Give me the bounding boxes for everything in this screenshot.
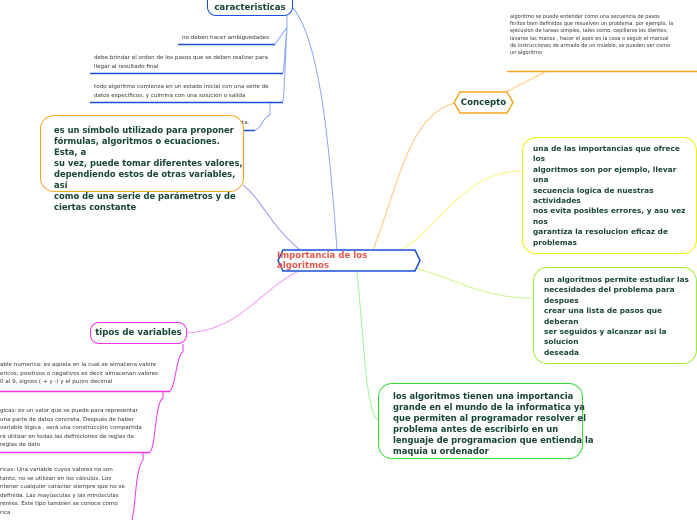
text-line: su vez, puede tomar diferentes valores, <box>54 158 243 168</box>
text-line: que permiten al programador resolver el <box>393 413 586 423</box>
link-caracteristicas <box>292 7 338 251</box>
text-line: able numerica: es aquela en la cual se a… <box>0 362 157 368</box>
text-line: grande en el mundo de la informatica ya <box>393 402 585 412</box>
estudiar-node[interactable]: un algoritmos permite estudiar las neces… <box>533 267 697 365</box>
tipos-node[interactable]: tipos de variables <box>90 322 187 344</box>
text-line: lenguaje de programacion que entienda la <box>393 435 594 445</box>
text-line: garantiza la resolucion eficaz de proble… <box>533 227 668 247</box>
text-line: tanto, no se utilizan en los cálculos. L… <box>0 475 112 482</box>
text-line: variable lógica , será una construcción … <box>0 425 142 432</box>
concepto-label: Concepto <box>460 97 507 108</box>
text-line: secuencia logica de nuestras actividades <box>533 185 654 206</box>
caracteristica-item[interactable]: debe brindar el orden de los pasos que s… <box>94 54 268 71</box>
link-caracteristicas-items <box>254 16 288 131</box>
item-line: debe brindar el orden de los pasos que s… <box>94 55 268 61</box>
text-line: un algoritmo <box>510 50 542 57</box>
link-yellow-box <box>399 170 523 251</box>
text-line: algoritmo se puede entender como una sec… <box>510 14 660 20</box>
informatica-node[interactable]: los algoritmos tienen una importancia gr… <box>378 383 594 459</box>
text-line: una parte de datos concreta. Después de … <box>0 416 134 423</box>
text-line: necesidades del problema para despues <box>544 285 675 305</box>
tipos-label: tipos de variables <box>95 328 182 338</box>
link-tipos <box>186 271 298 334</box>
caracteristicas-node[interactable]: caracteristicas <box>207 0 293 16</box>
text-line: ciertas constante <box>54 202 137 212</box>
concepto-text[interactable]: algoritmo se puede entender como una sec… <box>510 14 696 57</box>
text-line: lavarse las manos , hacer el aseo en la … <box>510 35 669 42</box>
item-line: todo algoritmo comienza en un estado ini… <box>94 84 269 90</box>
item-line: datos específicos, y culmina con una sol… <box>94 92 246 99</box>
text-line: reglas de dato <box>0 442 41 449</box>
importancia-node[interactable]: una de las importancias que ofrece los a… <box>522 137 697 255</box>
text-line: una de las importancias que ofrece los <box>533 144 680 164</box>
link-estudiar-box <box>414 267 534 299</box>
text-line: los algoritmos tienen una importancia <box>393 391 574 401</box>
link-variable-box <box>242 184 301 251</box>
text-line: gicas: es un valor que se puede para rep… <box>0 408 138 414</box>
central-node[interactable]: Importancia de los algoritmos <box>277 249 421 272</box>
concepto-node[interactable]: Concepto <box>453 91 514 114</box>
text-line: algoritmos son por ejemplo, llevar una <box>533 164 677 185</box>
text-line: rentes. Este tipo también se conoce como <box>0 501 118 508</box>
caracteristica-item[interactable]: no deben hacer ambiguedades <box>182 35 270 41</box>
caracteristica-item[interactable]: todo algoritmo comienza en un estado ini… <box>94 83 269 100</box>
caracteristica-item[interactable]: ta. <box>242 120 250 126</box>
text-line: es un símbolo utilizado para proponer <box>54 125 234 135</box>
text-line: dependiendo estos de otras variables, as… <box>54 169 236 190</box>
item-line: llegar al resultado final <box>94 63 159 70</box>
text-line: rá utilizar en todas las definiciones de… <box>0 433 135 440</box>
tipo-numerica[interactable]: able numerica: es aquela en la cual se a… <box>0 361 158 387</box>
variable-definition-node[interactable]: es un símbolo utilizado para proponer fó… <box>40 115 244 212</box>
text-line: ricas: Una variable cuyos valores no son <box>0 467 113 473</box>
tipo-logicas[interactable]: gicas: es un valor que se puede para rep… <box>0 407 142 450</box>
link-concepto <box>372 101 461 251</box>
caracteristicas-label: caracteristicas <box>214 2 286 13</box>
text-line: fórmulas, algoritmos o ecuaciones. Esta,… <box>54 136 220 157</box>
text-line: ericos, positivos o negativos es decir a… <box>0 370 158 377</box>
tipo-textual[interactable]: ricas: Una variable cuyos valores no son… <box>0 466 125 518</box>
text-line: 0 al 9, signos ( + y -) y el punro decim… <box>0 379 113 386</box>
link-informatica-box <box>356 271 379 421</box>
text-line: ser seguidos y alcanzar asi la solucion <box>544 327 667 347</box>
text-line: nos evita posibles errores, y asu vez no… <box>533 206 686 226</box>
central-label: Importancia de los algoritmos <box>277 250 368 271</box>
text-line: ntener cualquier carácter siempre que no… <box>0 484 125 491</box>
text-line: ejecusion de tareas simples, tales como,… <box>510 28 668 35</box>
link-concepto-text <box>505 71 546 93</box>
text-line: deseada <box>544 347 579 357</box>
text-line: rica <box>0 509 11 516</box>
text-line: como de una serie de parámetros y de <box>54 191 236 201</box>
text-line: problema antes de escribirlo en un <box>393 424 559 434</box>
text-line: definida. Las mayúsculas y las minúscula… <box>0 492 119 499</box>
text-line: de instrucciones de armado de un mueble,… <box>510 42 671 49</box>
text-line: maquia u ordenador <box>393 446 489 456</box>
text-line: crear una lista de pasos que deberan <box>544 306 663 326</box>
text-line: finitos bien definidos que resuelven un … <box>510 21 674 28</box>
text-line: un algoritmos permite estudiar las <box>544 275 689 284</box>
